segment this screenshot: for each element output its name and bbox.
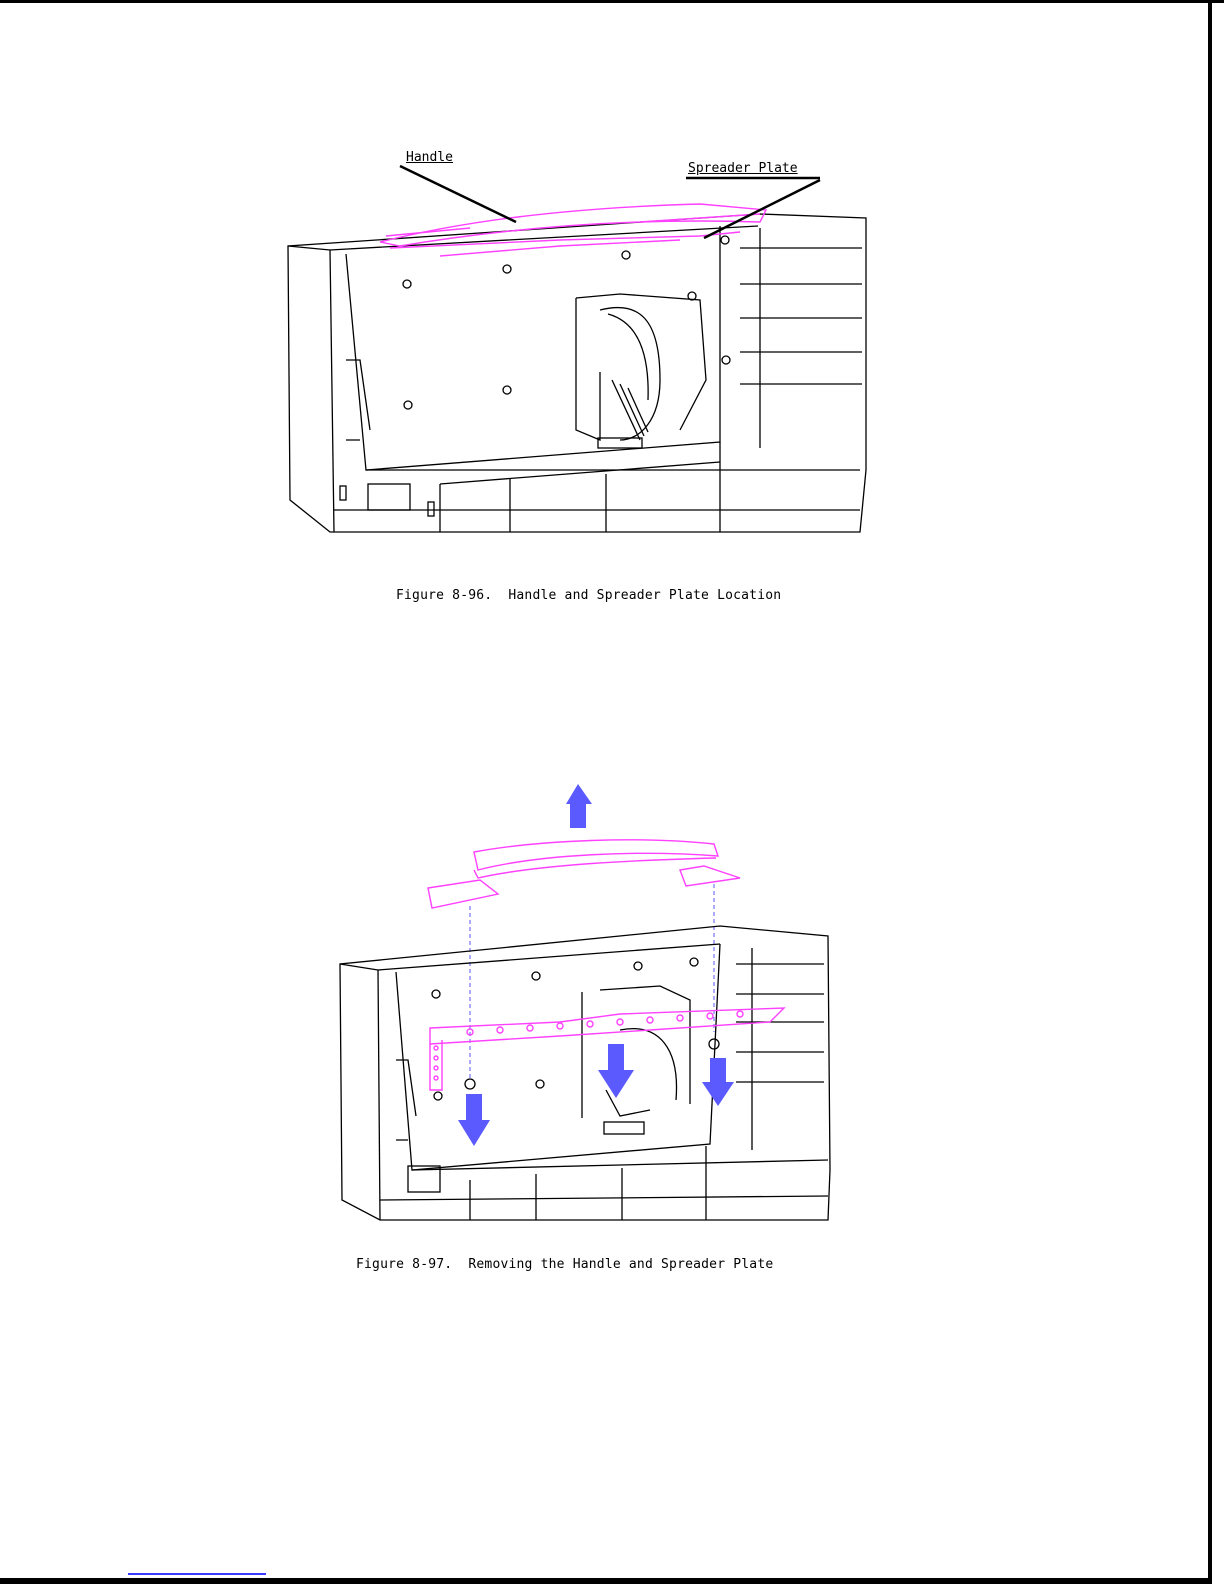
page-border-bottom xyxy=(0,1578,1212,1584)
figure-8-97: Figure 8-97. Removing the Handle and Spr… xyxy=(0,760,1224,1290)
figure-8-96-illustration xyxy=(0,0,1224,620)
footer-link[interactable] xyxy=(128,1573,266,1575)
figure-8-97-illustration xyxy=(0,760,1224,1290)
down-arrow-icon xyxy=(598,1044,634,1098)
figure-caption: Figure 8-97. Removing the Handle and Spr… xyxy=(356,1257,773,1272)
figure-caption: Figure 8-96. Handle and Spreader Plate L… xyxy=(396,588,781,603)
down-arrow-icon xyxy=(702,1058,734,1106)
up-arrow-icon xyxy=(566,784,592,828)
figure-8-96: Handle Spreader Plate Figure 8-96. Handl… xyxy=(0,0,1224,620)
callout-handle: Handle xyxy=(406,150,453,165)
callout-spreader-plate: Spreader Plate xyxy=(688,161,798,176)
down-arrow-icon xyxy=(458,1094,490,1146)
